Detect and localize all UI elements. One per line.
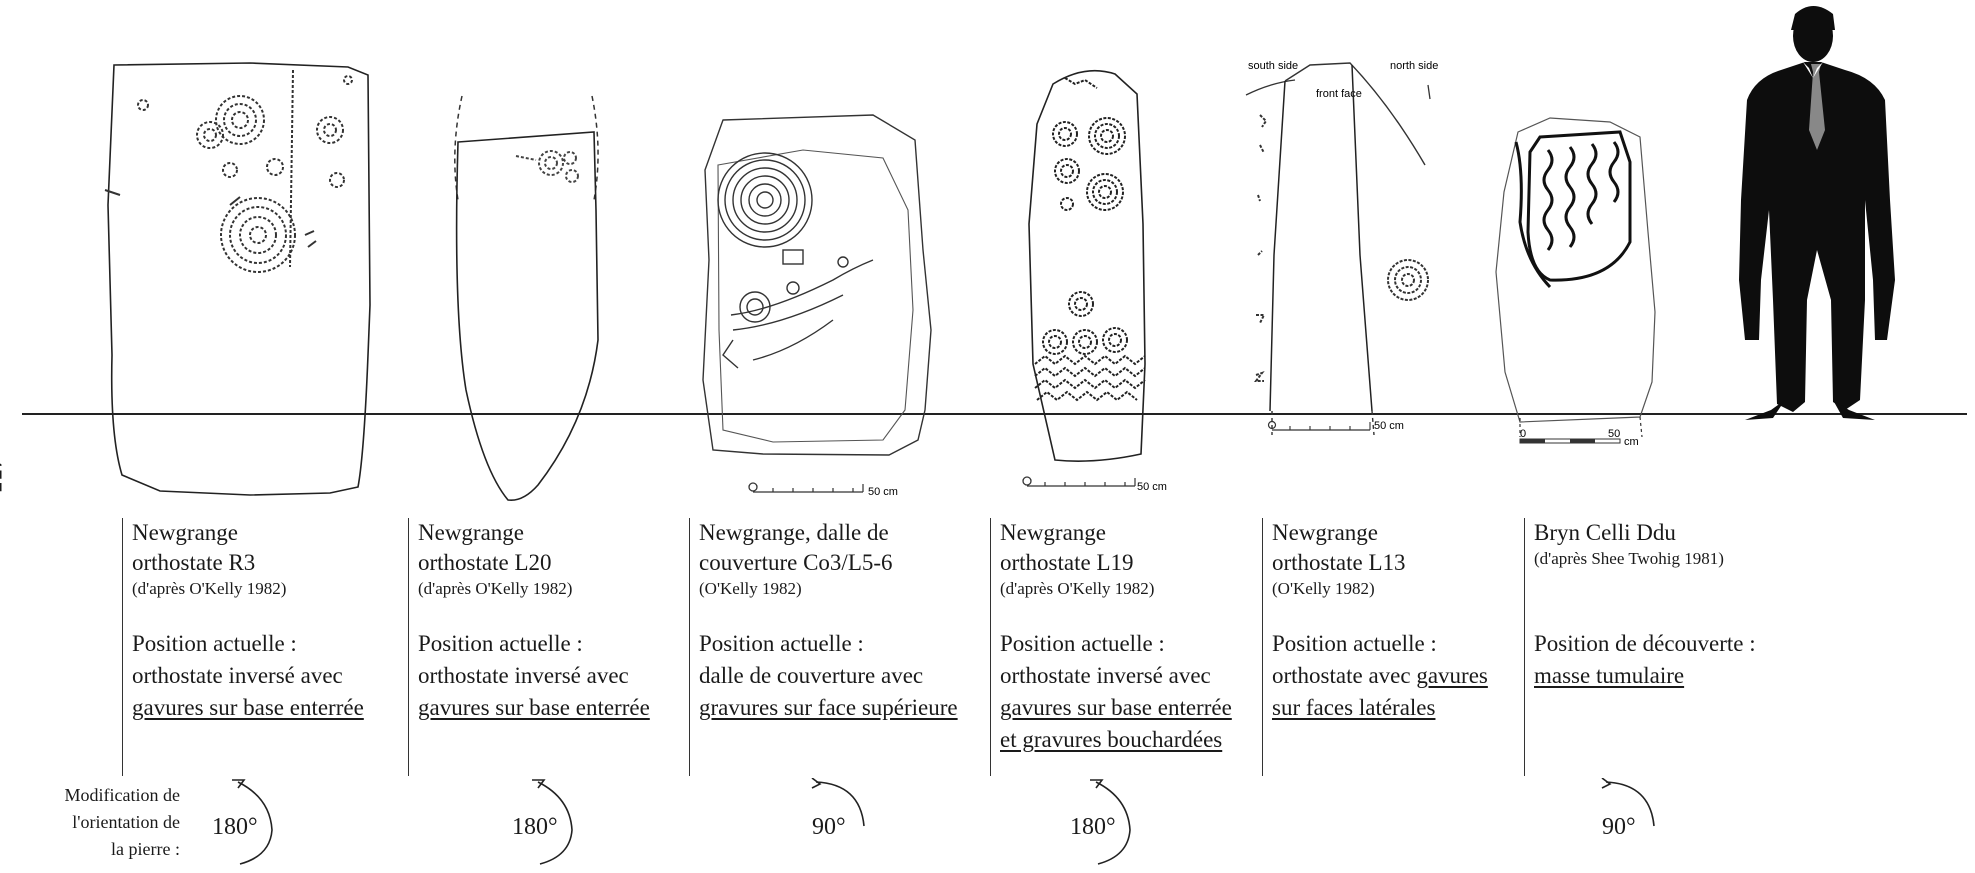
caption-position-underlined-inline: gavures xyxy=(1416,663,1488,688)
caption-source: (d'après O'Kelly 1982) xyxy=(132,578,392,600)
rotation-indicator-co3: 90° xyxy=(800,778,920,868)
caption-position-label: Position actuelle : xyxy=(132,628,392,660)
caption-position-text: dalle de couverture avec xyxy=(699,660,979,692)
rotation-indicator-l19: 180° xyxy=(1058,778,1178,868)
caption-title-line: orthostate L19 xyxy=(1000,548,1260,578)
caption-position-text: orthostate inversé avec xyxy=(132,660,392,692)
caption-r3: Newgrange orthostate R3 (d'après O'Kelly… xyxy=(122,518,392,776)
rotation-indicator-r3: 180° xyxy=(200,778,320,868)
caption-title-line: Newgrange xyxy=(418,518,678,548)
scale-fifty-bryn: 50 xyxy=(1608,428,1620,440)
rotation-degrees: 180° xyxy=(512,814,558,841)
caption-title-line: orthostate L20 xyxy=(418,548,678,578)
caption-position-label: Position actuelle : xyxy=(418,628,678,660)
caption-title-line: Bryn Celli Ddu xyxy=(1534,518,1814,548)
caption-title-line: Newgrange, dalle de xyxy=(699,518,979,548)
caption-position-underlined: gavures sur base enterrée xyxy=(1000,695,1232,720)
page-number: 455 xyxy=(0,456,6,516)
caption-source: (O'Kelly 1982) xyxy=(1272,578,1512,600)
modification-label-line: l'orientation de xyxy=(20,809,180,836)
rotation-degrees: 180° xyxy=(212,814,258,841)
stone-drawing-l20 xyxy=(438,90,618,520)
stone-drawing-l13: south side north side front face 50 cm xyxy=(1240,55,1440,455)
caption-position-underlined: sur faces latérales xyxy=(1272,695,1435,720)
stone-drawing-l19: 50 cm xyxy=(1025,64,1185,494)
caption-position-label: Position actuelle : xyxy=(699,628,979,660)
caption-source: (d'après O'Kelly 1982) xyxy=(1000,578,1260,600)
caption-title-line: Newgrange xyxy=(1000,518,1260,548)
scale-label-l19: 50 cm xyxy=(1137,481,1167,493)
caption-title-line: couverture Co3/L5-6 xyxy=(699,548,979,578)
caption-l13: Newgrange orthostate L13 (O'Kelly 1982) … xyxy=(1262,518,1512,776)
caption-position-label: Position de découverte : xyxy=(1534,628,1814,660)
scale-label-co3: 50 cm xyxy=(868,486,898,498)
stone-drawing-r3 xyxy=(100,55,380,505)
scale-cm-bryn: cm xyxy=(1624,436,1639,448)
caption-position-label: Position actuelle : xyxy=(1272,628,1512,660)
caption-title-line: orthostate R3 xyxy=(132,548,392,578)
modification-label: Modification de l'orientation de la pier… xyxy=(20,782,180,863)
human-scale-silhouette xyxy=(1725,0,1905,425)
rotation-degrees: 180° xyxy=(1070,814,1116,841)
scale-label-l13: 50 cm xyxy=(1374,420,1404,432)
front-face-label: front face xyxy=(1316,88,1362,100)
caption-co3: Newgrange, dalle de couverture Co3/L5-6 … xyxy=(689,518,979,776)
caption-source: (d'après O'Kelly 1982) xyxy=(418,578,678,600)
modification-label-line: la pierre : xyxy=(20,836,180,863)
caption-position-text: orthostate avec xyxy=(1272,663,1411,688)
caption-title-line: orthostate L13 xyxy=(1272,548,1512,578)
stone-drawing-bryn-celli-ddu: 0 50 cm xyxy=(1490,112,1665,452)
caption-bryn-celli-ddu: Bryn Celli Ddu (d'après Shee Twohig 1981… xyxy=(1524,518,1814,776)
caption-position-underlined: gavures sur base enterrée xyxy=(132,695,364,720)
caption-position-underlined: masse tumulaire xyxy=(1534,663,1684,688)
stone-drawing-co3: 50 cm xyxy=(693,110,953,510)
caption-source: (O'Kelly 1982) xyxy=(699,578,979,600)
caption-position-underlined: et gravures bouchardées xyxy=(1000,727,1222,752)
south-side-label: south side xyxy=(1248,60,1298,72)
caption-position-text: orthostate inversé avec xyxy=(418,660,678,692)
scale-zero-bryn: 0 xyxy=(1520,428,1526,440)
caption-position-underlined: gavures sur base enterrée xyxy=(418,695,650,720)
caption-position-label: Position actuelle : xyxy=(1000,628,1260,660)
rotation-degrees: 90° xyxy=(1602,814,1636,841)
rotation-degrees: 90° xyxy=(812,814,846,841)
caption-source: (d'après Shee Twohig 1981) xyxy=(1534,548,1814,570)
caption-l20: Newgrange orthostate L20 (d'après O'Kell… xyxy=(408,518,678,776)
caption-title-line: Newgrange xyxy=(132,518,392,548)
rotation-indicator-bryn-celli-ddu: 90° xyxy=(1590,778,1710,868)
caption-title-line: Newgrange xyxy=(1272,518,1512,548)
modification-label-line: Modification de xyxy=(20,782,180,809)
rotation-indicator-l20: 180° xyxy=(500,778,620,868)
north-side-label: north side xyxy=(1390,60,1438,72)
caption-l19: Newgrange orthostate L19 (d'après O'Kell… xyxy=(990,518,1260,776)
caption-position-text: orthostate inversé avec xyxy=(1000,660,1260,692)
caption-position-underlined: gravures sur face supérieure xyxy=(699,695,958,720)
